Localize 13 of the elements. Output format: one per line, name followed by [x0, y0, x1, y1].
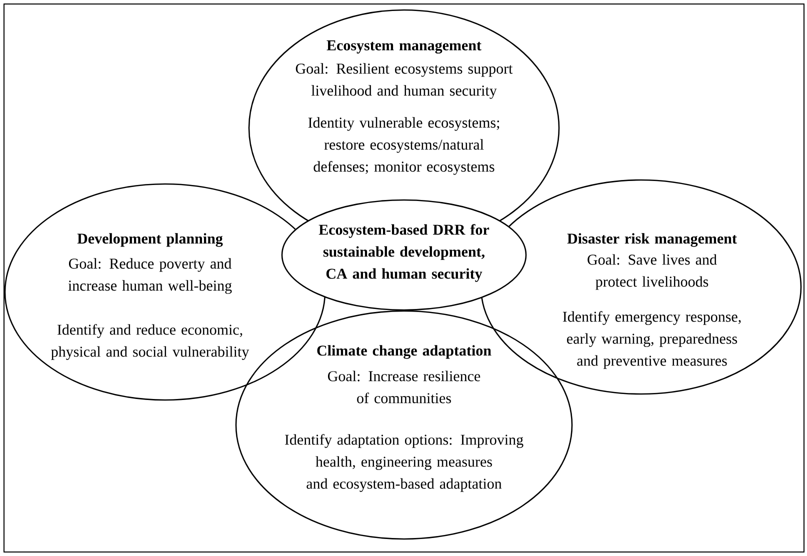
goal-text: Goal: Increase resilience of communities	[328, 370, 480, 404]
heading: Ecosystem management	[326, 40, 482, 54]
goal-text: Goal: Reduce poverty and increase human well-being	[68, 258, 232, 294]
goal-text: Goal: Resilient ecosystems support livelihood and human security	[296, 63, 513, 99]
description-text: Identify adaptation options: Improving health, engineering measures and ecosystem-based adaptation	[285, 434, 524, 492]
heading: Disaster risk management	[567, 233, 737, 247]
description-text: Identity vulnerable ecosystems; restore ecosystems/natural defenses; monitor ecosystems	[308, 117, 500, 175]
goal-text: Goal: Save lives and protect livelihoods	[588, 254, 717, 290]
heading: Climate change adaptation	[317, 345, 492, 359]
description-text: Identify emergency response, early warning, preparedness and preventive measures	[562, 311, 741, 369]
heading: Development planning	[77, 233, 223, 247]
description-text: Identify and reduce economic, physical and social vulnerability	[51, 324, 250, 360]
center-text: Ecosystem-based DRR for sustainable development, CA and human security	[318, 224, 490, 282]
